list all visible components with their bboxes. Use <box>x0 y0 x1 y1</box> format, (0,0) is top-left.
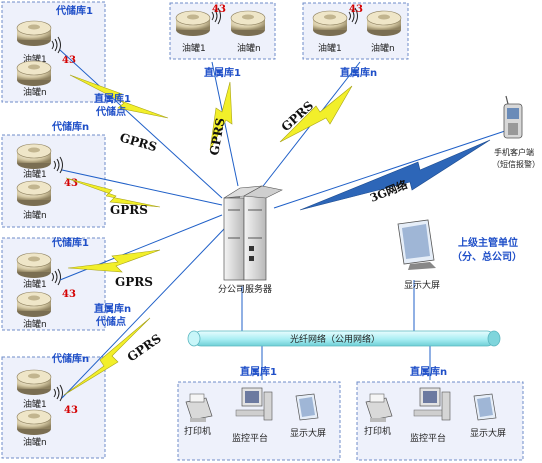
gprs-bolt <box>209 81 233 151</box>
mobile-label: 手机客户端 <box>494 147 534 157</box>
tank-icon <box>16 409 52 436</box>
tank-label: 油罐n <box>23 436 47 448</box>
monitor-label: 监控平台 <box>410 432 446 444</box>
tank-icon <box>175 10 211 37</box>
direct-depot-label: 直属库1 <box>240 365 277 378</box>
agent-depot-title: 代储库1 <box>55 4 93 17</box>
tank-icon <box>16 291 52 318</box>
agent-depot-title: 代储库1 <box>51 236 89 249</box>
direct-agent-point-label: 直属库1 <box>94 92 131 105</box>
direct-agent-depot-box-1 <box>1 237 106 331</box>
agent-depot-box-1 <box>1 1 106 103</box>
gprs-bolts <box>63 74 353 396</box>
badge-43: 43 <box>349 4 363 15</box>
printer-label: 打印机 <box>364 425 391 437</box>
gprs-label: GPRS <box>110 203 148 217</box>
fiber-network-pipe <box>187 330 501 347</box>
tank-icon <box>366 10 402 37</box>
display-screen-icon <box>473 393 497 421</box>
tank-icon <box>16 143 52 170</box>
tank-icon <box>16 180 52 207</box>
badge-43: 43 <box>212 4 226 15</box>
tank-icon <box>16 20 52 47</box>
tank-icon <box>16 369 52 396</box>
gprs-bolt <box>63 317 151 396</box>
badge-43: 43 <box>64 178 78 189</box>
tank-label: 油罐n <box>237 42 261 54</box>
direct-depot-label: 直属库1 <box>204 66 241 79</box>
mobile-phone-icon <box>503 95 523 139</box>
badge-43: 43 <box>62 55 76 66</box>
3g-bolt <box>299 139 491 211</box>
tank-label: 油罐1 <box>182 42 206 54</box>
tank-label: 油罐n <box>23 318 47 330</box>
monitor-platform-icon <box>235 387 273 421</box>
mobile-label: （短信报警） <box>492 159 540 169</box>
agent-depot-title: 代储库n <box>51 352 89 365</box>
screen-label: 显示大屏 <box>290 427 326 439</box>
direct-agent-depot-box-n <box>1 356 106 459</box>
server-icon <box>223 185 283 281</box>
screen-label: 显示大屏 <box>404 279 440 291</box>
gprs-bolt <box>65 177 161 208</box>
printer-label: 打印机 <box>184 425 211 437</box>
gprs-bolt <box>279 85 353 143</box>
printer-icon <box>365 393 393 422</box>
direct-agent-point-label: 代储点 <box>95 105 126 118</box>
direct-depot-label: 直属库n <box>340 66 377 79</box>
direct-depot-label: 直属库n <box>410 365 447 378</box>
tank-label: 油罐n <box>23 209 47 221</box>
tank-label: 油罐1 <box>23 398 47 410</box>
upper-unit-label: （分、总公司） <box>452 250 522 263</box>
tank-label: 油罐1 <box>318 42 342 54</box>
tank-icon <box>230 10 266 37</box>
display-screen-icon <box>295 393 319 421</box>
tank-label: 油罐1 <box>23 168 47 180</box>
tank-label: 油罐n <box>23 86 47 98</box>
tank-icon <box>312 10 348 37</box>
direct-agent-point-label: 代储点 <box>95 315 126 328</box>
gprs-label: GPRS <box>115 275 153 289</box>
upper-unit-label: 上级主管单位 <box>458 236 518 249</box>
gprs-label: GPRS <box>207 117 227 157</box>
badge-43: 43 <box>64 405 78 416</box>
tank-icon <box>16 252 52 279</box>
tank-icon <box>16 60 52 87</box>
agent-depot-title: 代储库n <box>51 120 89 133</box>
gprs-bolt <box>69 74 169 119</box>
printer-icon <box>185 393 213 422</box>
gprs-bolt <box>67 249 161 273</box>
direct-agent-point-label: 直属库n <box>94 302 131 315</box>
monitor-label: 监控平台 <box>232 432 268 444</box>
server-label: 分公司服务器 <box>218 283 272 295</box>
monitor-platform-icon <box>413 387 451 421</box>
tank-label: 油罐1 <box>23 278 47 290</box>
display-screen-icon <box>397 219 436 270</box>
badge-43: 43 <box>62 289 76 300</box>
tank-label: 油罐n <box>371 42 395 54</box>
connector-lines <box>59 49 509 399</box>
network-label: 光纤网络（公用网络） <box>290 333 380 345</box>
screen-label: 显示大屏 <box>470 427 506 439</box>
